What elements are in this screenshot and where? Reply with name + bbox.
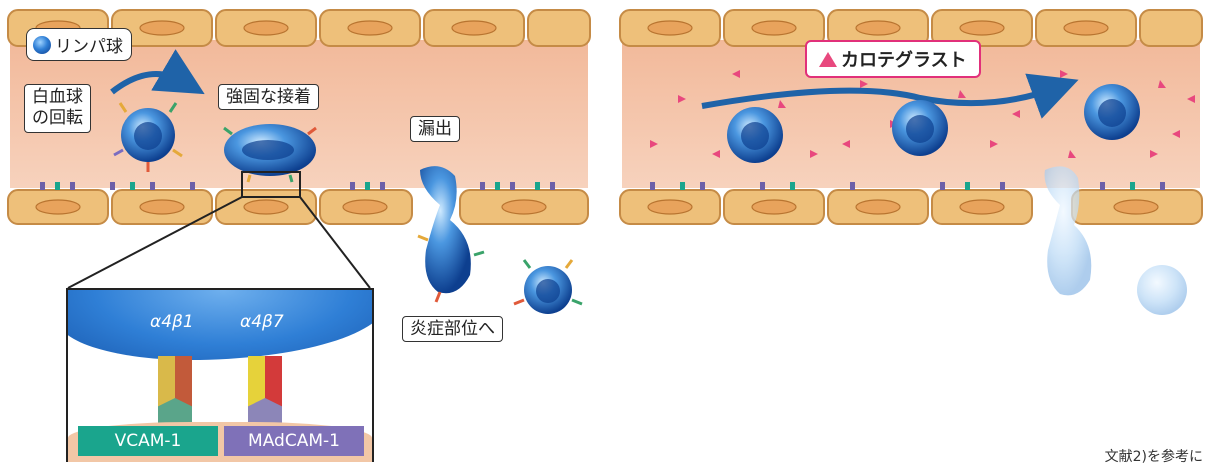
- reference-note: 文献2)を参考に: [1105, 446, 1203, 466]
- zoom-inset: α4β1 α4β7 VCAM-1 MAdCAM-1: [66, 288, 374, 462]
- leakage-label: 漏出: [410, 116, 460, 142]
- integrin-a4b1: α4β1: [150, 312, 194, 332]
- rolling-label: 白血球 の回転: [24, 84, 91, 133]
- lymphocyte-icon: [33, 36, 51, 54]
- integrin-a4b7: α4β7: [240, 312, 284, 332]
- pink-triangle-icon: [819, 52, 837, 67]
- migrated-lymphocyte: [514, 260, 582, 314]
- drug-label: カロテグラスト: [841, 46, 967, 72]
- madcam-1-label: MAdCAM-1: [224, 426, 364, 456]
- blocked-lymphocyte-3: [1084, 84, 1140, 140]
- inflammation-label: 炎症部位へ: [402, 316, 503, 342]
- vcam-1-label: VCAM-1: [78, 426, 218, 456]
- drug-label-box: カロテグラスト: [805, 40, 981, 78]
- legend-label: リンパ球: [55, 32, 123, 57]
- legend: リンパ球: [26, 28, 132, 61]
- blocked-lymphocyte-2: [892, 100, 948, 156]
- bottom-endothelium: [8, 190, 588, 224]
- adhesion-label: 強固な接着: [218, 84, 319, 110]
- cell-membrane: [66, 288, 374, 360]
- faded-extravasation: [1045, 166, 1187, 315]
- blocked-lymphocyte-1: [727, 107, 783, 163]
